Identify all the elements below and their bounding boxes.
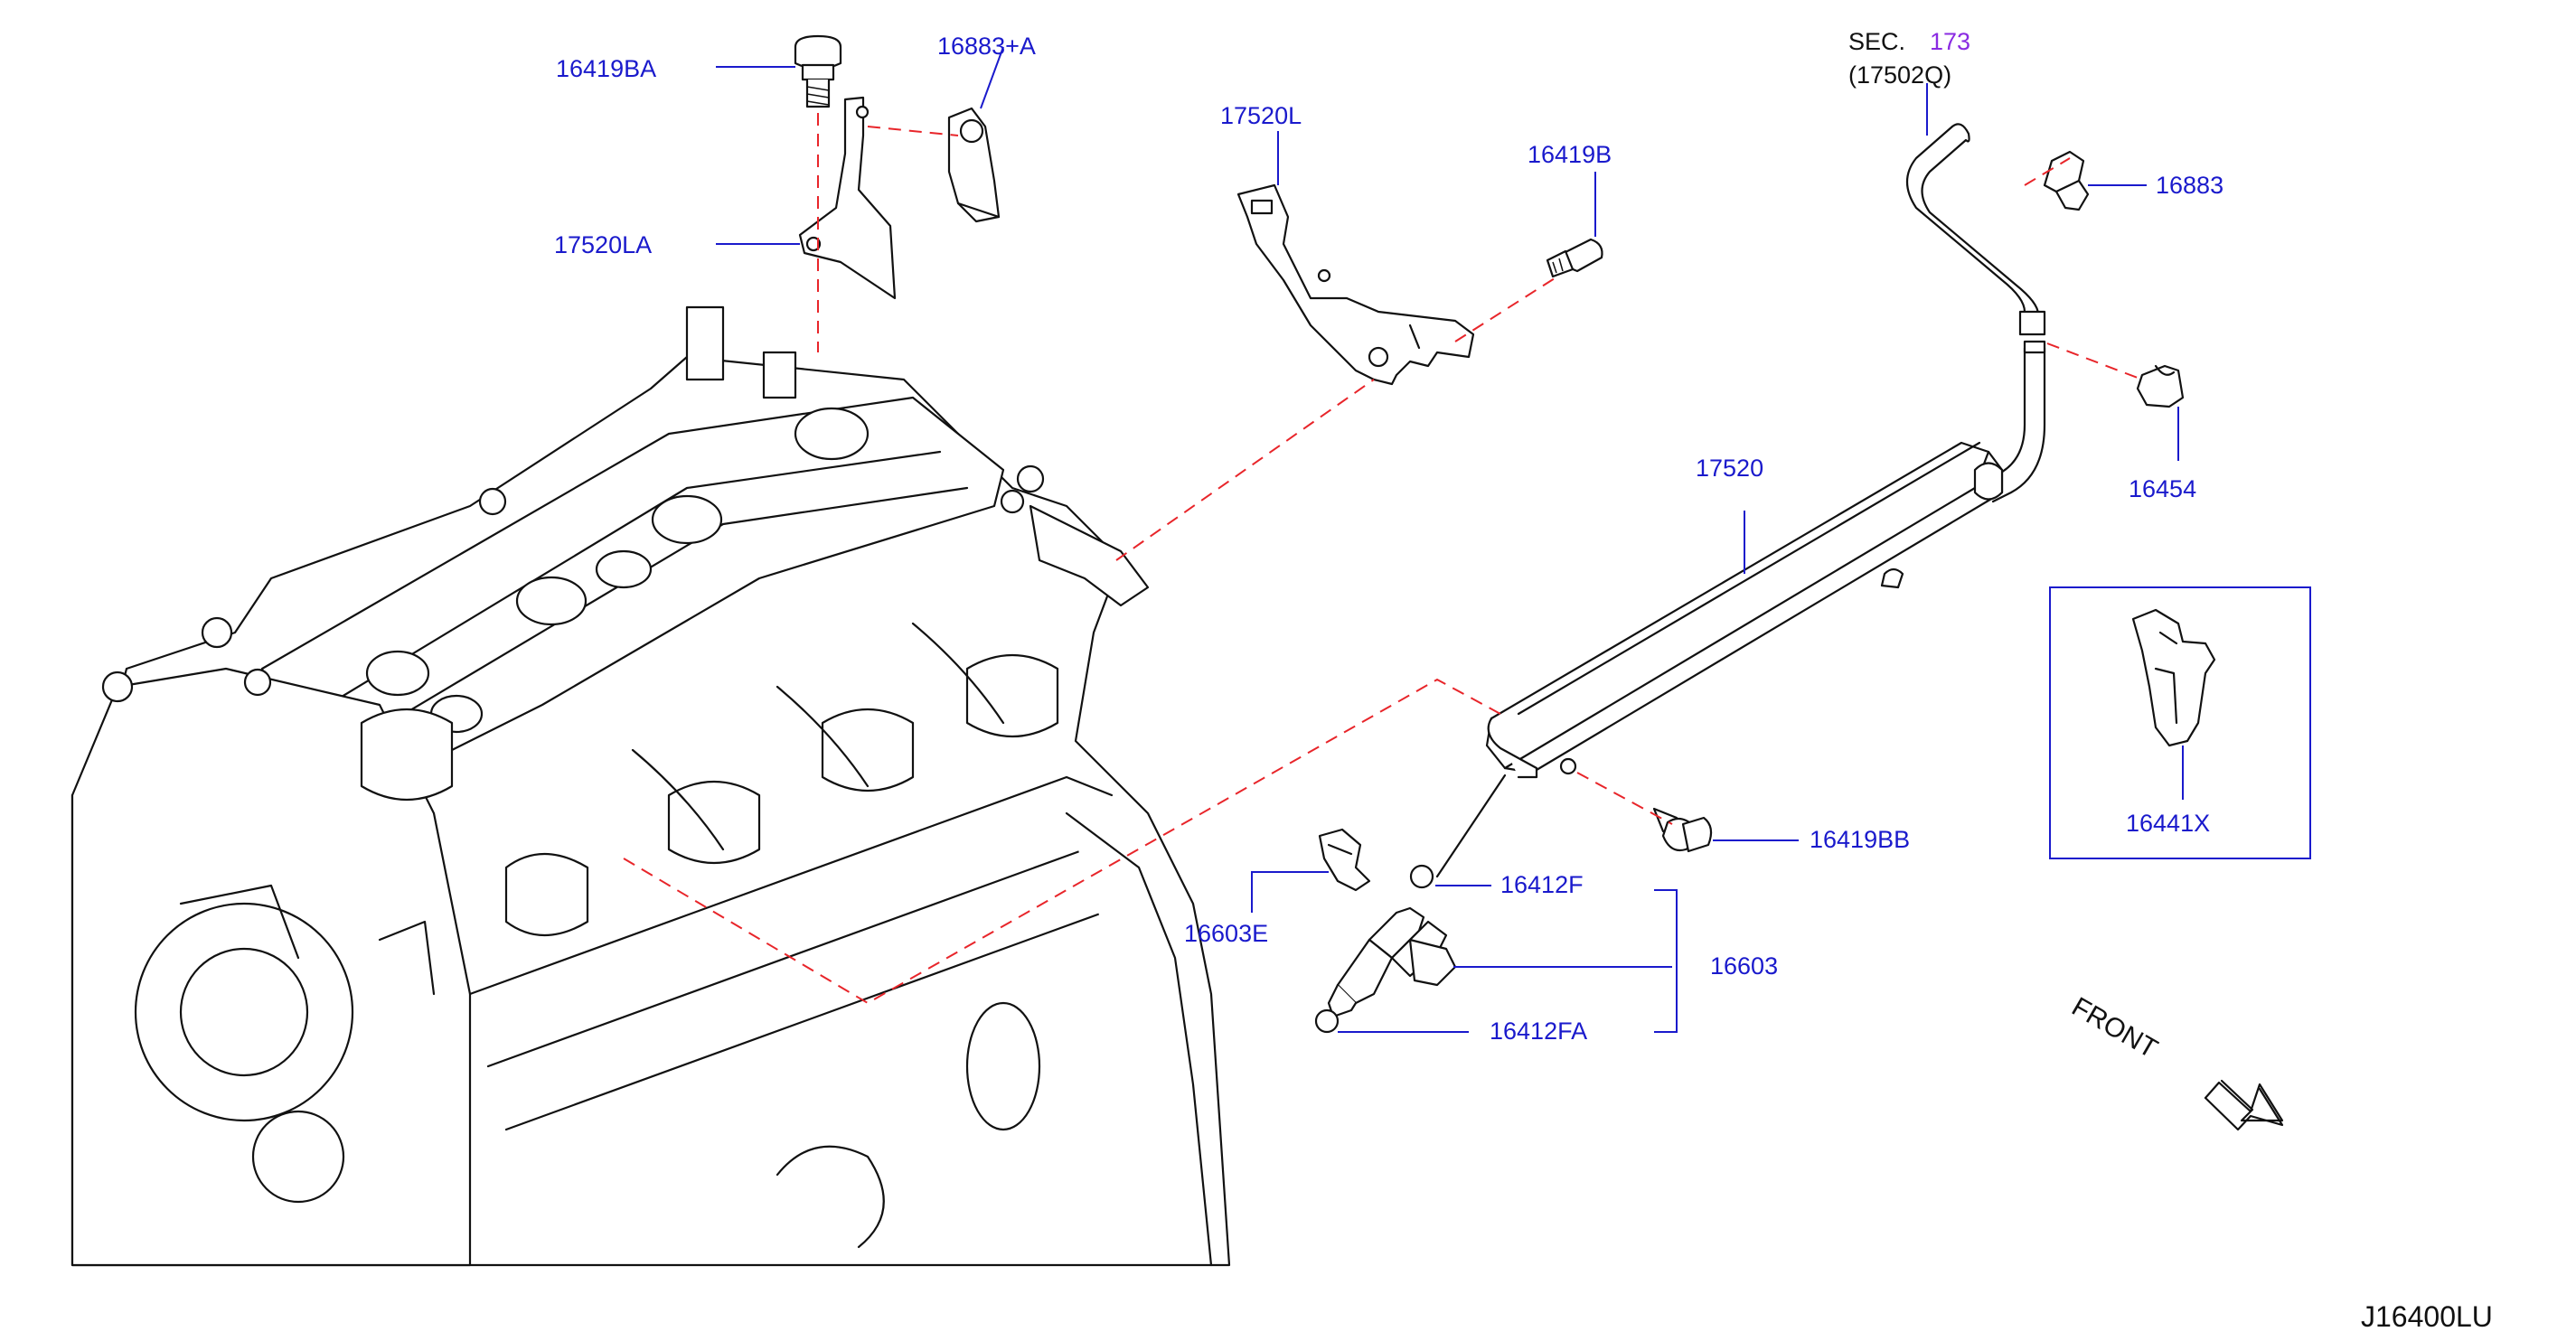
engine-assembly [71, 305, 1231, 1267]
bracket-17520l-icon [1236, 183, 1475, 386]
leader-lines [716, 46, 2184, 1033]
bracket-17520la-icon [798, 96, 897, 300]
callout-16603e[interactable]: 16603E [1184, 920, 1268, 947]
callout-16454[interactable]: 16454 [2129, 475, 2196, 502]
callout-16603[interactable]: 16603 [1710, 952, 1778, 980]
callout-16883[interactable]: 16883 [2156, 172, 2223, 199]
clip-16454-icon [2136, 364, 2185, 408]
detail-box-16441x [2049, 586, 2311, 859]
seal-16412f-icon [1409, 864, 1434, 889]
callout-17520l[interactable]: 17520L [1220, 102, 1302, 129]
clip-16441x-icon [2131, 608, 2216, 747]
sec-number-link[interactable]: 173 [1930, 28, 1970, 55]
sec-prefix: SEC. [1848, 28, 1905, 55]
bolt-16419b-icon [1546, 238, 1603, 278]
callout-17520[interactable]: 17520 [1696, 455, 1763, 482]
dashed-connections [623, 113, 2143, 1005]
callout-16419ba[interactable]: 16419BA [556, 55, 656, 82]
callout-16883a[interactable]: 16883+A [937, 33, 1036, 60]
injector-16603-icon [1327, 906, 1457, 1018]
front-arrow-icon [2204, 1079, 2284, 1131]
bolt-16419bb-icon [1652, 807, 1713, 853]
fuel-tube-icon [1905, 123, 2046, 503]
callout-16419bb[interactable]: 16419BB [1810, 826, 1910, 853]
bolt-16419ba-icon [794, 34, 842, 108]
callout-16412fa[interactable]: 16412FA [1490, 1017, 1587, 1045]
clip-16603e-icon [1318, 828, 1371, 892]
clip-16883a-icon [947, 107, 1001, 223]
front-label: FRONT [2067, 991, 2163, 1064]
injector-rail-leader [1435, 774, 1507, 878]
seal-16412fa-icon [1314, 1008, 1340, 1034]
clip-16883-icon [2043, 150, 2090, 211]
callout-17520la[interactable]: 17520LA [554, 231, 652, 258]
callout-16441x[interactable]: 16441X [2126, 810, 2210, 837]
callout-16412f[interactable]: 16412F [1500, 871, 1584, 898]
diagram-code: J16400LU [2361, 1300, 2493, 1333]
fuel-rail-17520-icon [1485, 441, 2004, 779]
callout-16419b[interactable]: 16419B [1528, 141, 1612, 168]
sec-sub-ref: (17502Q) [1848, 61, 1951, 89]
